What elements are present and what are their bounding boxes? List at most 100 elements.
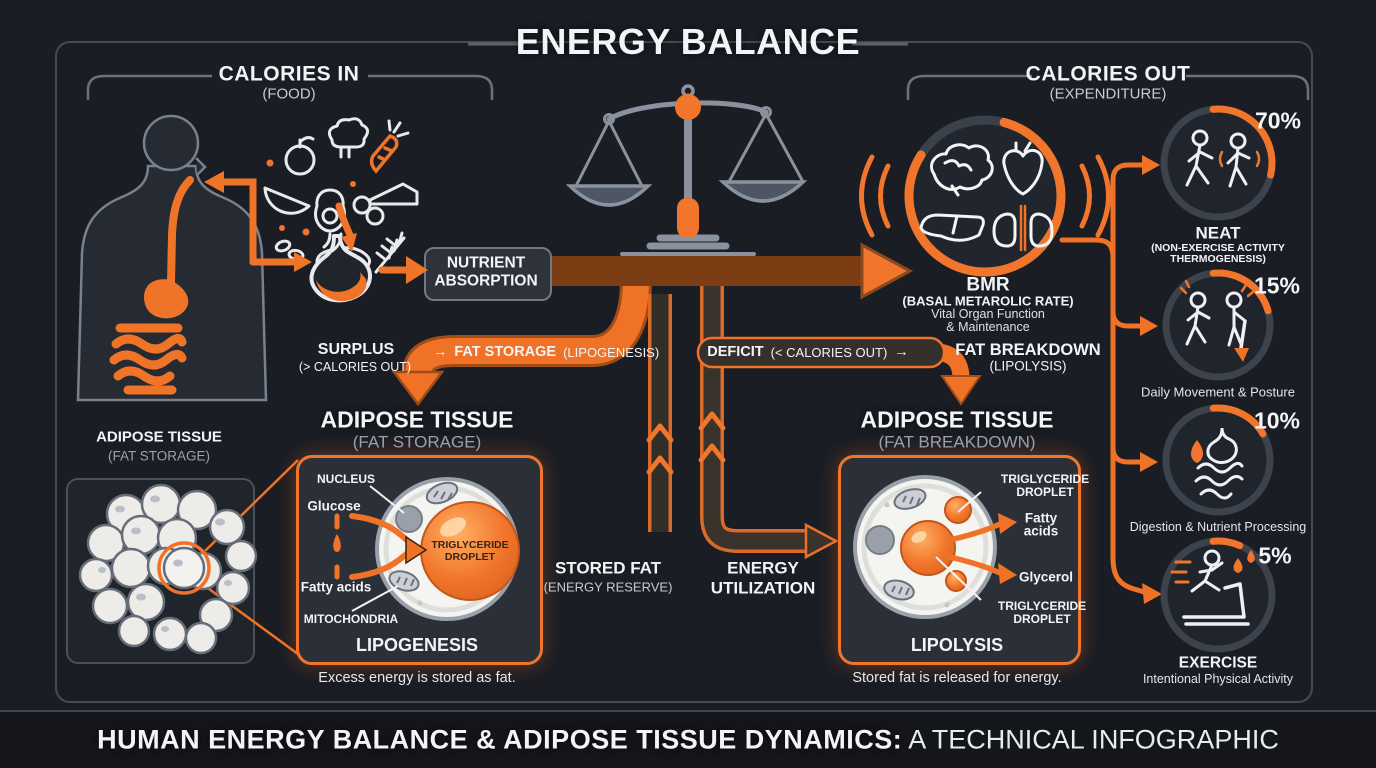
nutrient-absorption-line1: NUTRIENT xyxy=(446,254,526,272)
scale-pillar xyxy=(677,198,699,238)
brain-icon xyxy=(930,143,994,197)
footer-title-light: A TECHNICAL INFOGRAPHIC xyxy=(908,724,1279,755)
food-icons xyxy=(263,117,419,279)
neat-circle xyxy=(1160,105,1276,221)
triglyceride-bottom-label2: DROPLET xyxy=(1013,612,1071,626)
deficit-title: DEFICIT xyxy=(707,343,764,360)
apple-icon xyxy=(284,144,316,176)
lipolysis-caption: Stored fat is released for energy. xyxy=(852,669,1062,686)
triglyceride-droplet-label1: TRIGLYCERIDE xyxy=(431,538,509,551)
broom-head xyxy=(1234,348,1249,362)
neat-percent: 70% xyxy=(1254,107,1302,134)
carrot-icon xyxy=(369,119,410,174)
intake-arrowheads xyxy=(204,171,428,284)
nucleus-organelle xyxy=(865,525,895,555)
daily-movement-circle xyxy=(1162,269,1274,381)
fat-storage-title: FAT STORAGE xyxy=(454,343,557,360)
deficit-arrow: → xyxy=(894,343,909,360)
berry-icon xyxy=(352,195,372,215)
expenditure-arrowheads xyxy=(1140,155,1162,604)
digestion-caption: Digestion & Nutrient Processing xyxy=(1129,519,1307,534)
droplet-top-pointer xyxy=(957,491,982,513)
digestive-tract-icon xyxy=(109,176,194,395)
lipolysis-cell-diagram xyxy=(853,475,1017,619)
neat-sub2: THERMOGENESIS) xyxy=(1170,252,1266,265)
glucose-label: Glucose xyxy=(307,498,361,514)
footer-band xyxy=(0,712,1376,768)
triglyceride-droplet-label2: DROPLET xyxy=(444,550,496,563)
bmr-circle xyxy=(859,115,1111,277)
energy-utilization-line2: UTILIZATION xyxy=(710,578,816,598)
watermelon-icon xyxy=(263,186,311,215)
triglyceride-droplet-small-top xyxy=(944,496,972,524)
avocado-icon xyxy=(314,188,346,233)
stored-fat-title: STORED FAT xyxy=(554,558,662,578)
adipose-storage-subheading: (FAT STORAGE) xyxy=(352,432,482,452)
exercise-title: EXERCISE xyxy=(1178,654,1258,672)
fatty-label-line2: acids xyxy=(1023,523,1059,539)
mitochondria-organelle xyxy=(883,488,927,601)
daily-movement-percent: 15% xyxy=(1253,272,1301,299)
fatty-label-line1: Fatty xyxy=(1024,510,1058,526)
avocado-pit xyxy=(321,207,339,225)
exercise-circle xyxy=(1160,537,1276,653)
main-energy-pipe xyxy=(552,242,914,300)
footer-title: HUMAN ENERGY BALANCE & ADIPOSE TISSUE DY… xyxy=(97,724,1279,755)
flame-icon xyxy=(1191,440,1203,463)
sweat-drops xyxy=(1233,550,1255,573)
calories-in-subtitle: (FOOD) xyxy=(262,85,316,103)
lipolysis-output-arrows xyxy=(947,521,1003,576)
triglyceride-bottom-label1: TRIGLYCERIDE xyxy=(997,599,1087,613)
gut-icon xyxy=(1194,427,1244,500)
energy-utilization-line1: ENERGY xyxy=(727,558,799,578)
heart-icon xyxy=(1002,141,1044,196)
scale-pivot xyxy=(675,94,701,120)
exercise-caption: Intentional Physical Activity xyxy=(1142,671,1294,686)
lipogenesis-cell-diagram xyxy=(333,477,520,621)
bmr-title: BMR xyxy=(966,274,1010,296)
fat-breakdown-title: FAT BREAKDOWN xyxy=(955,340,1101,359)
nucleus-pointer xyxy=(369,485,405,514)
mitochondria-label: MITOCHONDRIA xyxy=(303,612,399,626)
balance-scale-icon xyxy=(565,84,808,256)
household-activity-icon xyxy=(1185,291,1247,350)
nutrient-absorption-line2: ABSORPTION xyxy=(434,272,538,290)
frame-border xyxy=(0,41,1376,712)
nutrient-absorption-box xyxy=(424,247,552,301)
lipogenesis-title: LIPOGENESIS xyxy=(355,635,479,655)
footer-title-strong: HUMAN ENERGY BALANCE & ADIPOSE TISSUE DY… xyxy=(97,724,903,755)
lipolysis-title: LIPOLYSIS xyxy=(910,635,1004,655)
droplet-glyph xyxy=(333,534,341,552)
fat-storage-subtitle: (LIPOGENESIS) xyxy=(563,344,660,360)
deficit-band-label: DEFICIT (< CALORIES OUT) → xyxy=(707,345,909,360)
kidneys-icon xyxy=(992,212,1054,248)
digestion-circle xyxy=(1162,404,1274,516)
neat-sub1: (NON-EXERCISE ACTIVITY xyxy=(1151,241,1285,254)
adipose-breakdown-subheading: (FAT BREAKDOWN) xyxy=(878,432,1036,452)
fat-storage-arrow: → xyxy=(432,343,448,360)
digestion-percent: 10% xyxy=(1253,407,1301,434)
bean-icon xyxy=(274,239,292,253)
stomach-icon xyxy=(309,232,372,303)
return-pipes xyxy=(646,284,839,560)
fat-breakdown-subtitle: (LIPOLYSIS) xyxy=(989,358,1067,374)
adipose-tissue-label: ADIPOSE TISSUE xyxy=(96,428,222,446)
surplus-title: SURPLUS xyxy=(317,341,395,358)
triglyceride-top-label2: DROPLET xyxy=(1016,485,1074,499)
page-title: ENERGY BALANCE xyxy=(515,21,861,62)
adipose-cell-cluster xyxy=(78,483,258,655)
expenditure-connectors xyxy=(1059,162,1147,595)
stored-fat-subtitle: (ENERGY RESERVE) xyxy=(543,579,673,595)
walking-people-icon xyxy=(1185,129,1251,188)
apple-stem xyxy=(298,136,315,149)
intake-arrows xyxy=(218,178,410,274)
mitochondria-organelle xyxy=(388,481,459,592)
calories-out-title: CALORIES OUT xyxy=(1025,62,1191,86)
section-brackets xyxy=(86,74,1310,100)
deficit-subtitle: (< CALORIES OUT) xyxy=(770,344,888,360)
glycerol-label: Glycerol xyxy=(1018,569,1074,585)
treadmill-runner-icon xyxy=(1182,549,1250,626)
expenditure-circles xyxy=(1160,105,1276,653)
